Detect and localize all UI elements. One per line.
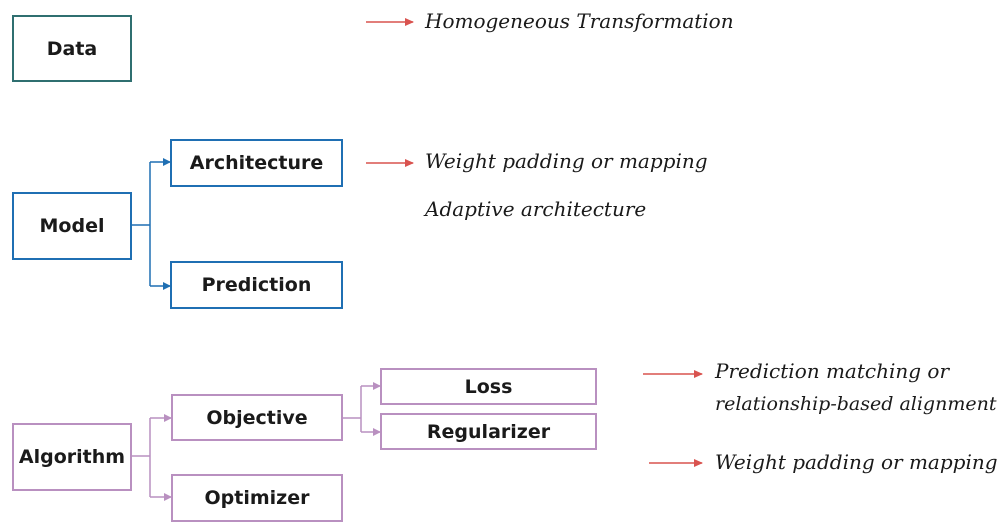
note-weight-padding-algorithm: Weight padding or mapping — [715, 450, 998, 474]
architecture-box: Architecture — [170, 139, 343, 187]
model-box: Model — [12, 192, 132, 260]
note-weight-padding-model: Weight padding or mapping — [425, 149, 708, 173]
regularizer-box: Regularizer — [380, 413, 597, 450]
objective-connector — [342, 382, 381, 436]
algorithm-connector — [131, 414, 172, 501]
prediction-box: Prediction — [170, 261, 343, 309]
note-prediction-matching-line2: relationship-based alignment — [715, 393, 997, 415]
optimizer-box: Optimizer — [171, 474, 343, 522]
note-homogeneous-transformation: Homogeneous Transformation — [425, 9, 734, 33]
note-adaptive-architecture: Adaptive architecture — [425, 197, 647, 221]
loss-box: Loss — [380, 368, 597, 405]
data-box: Data — [12, 15, 132, 82]
note-prediction-matching-line1: Prediction matching or — [715, 359, 950, 383]
algorithm-box: Algorithm — [12, 423, 132, 491]
objective-box: Objective — [171, 394, 343, 441]
model-connector — [131, 158, 171, 290]
